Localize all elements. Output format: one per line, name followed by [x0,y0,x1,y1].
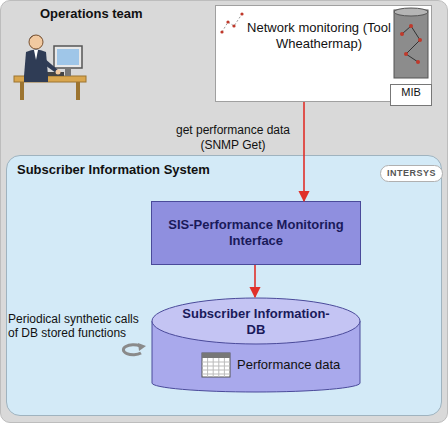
node-text: MIB [391,86,431,99]
interface-box: SIS-Performance Monitoring Interface [151,201,361,265]
note-text: Periodical synthetic calls of DB stored … [8,312,148,341]
node-text: Performance data [237,357,349,373]
team-label: Operations team [40,6,143,22]
logo-text: INTERSYS [380,165,443,182]
system-band: Subscriber Information SystemSIS-Perform… [6,155,442,416]
node-text: Network monitoring (Tool Wheathermap) [244,20,394,51]
node-text: Subscriber Information-DB [175,306,337,337]
node-text: SIS-Performance Monitoring Interface [162,217,350,248]
node-text: Subscriber Information System [17,162,317,178]
monitoring-box: Network monitoring (Tool Wheathermap) MIB [215,5,432,102]
edge-label: get performance data (SNMP Get) [168,123,298,152]
operator-illustration [14,35,86,100]
database-cylinder: Subscriber Information-DB Performance dat… [151,297,361,393]
data-table: Performance data [199,349,349,381]
mib-box: MIB [390,84,432,106]
table-icon [201,352,231,378]
